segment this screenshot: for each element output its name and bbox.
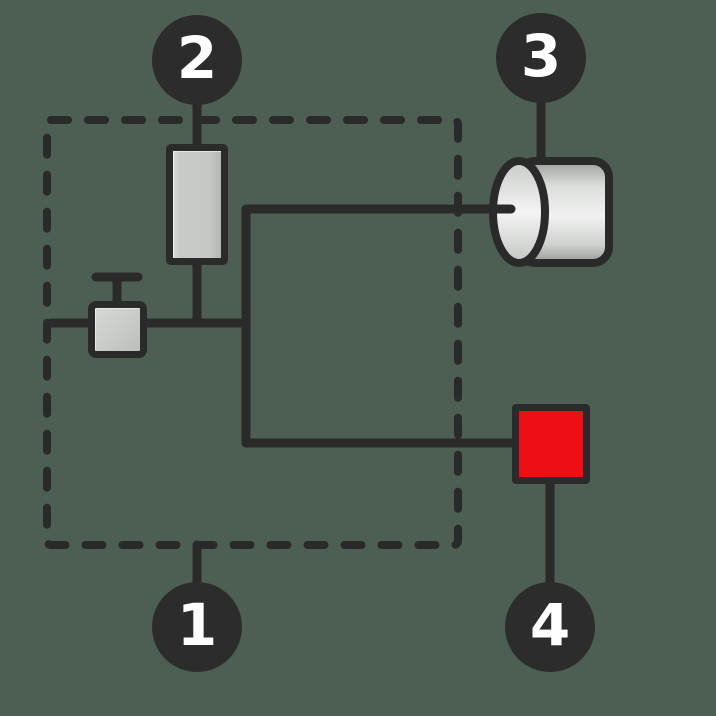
marker-4: 4 bbox=[505, 582, 595, 672]
valve bbox=[88, 301, 147, 358]
marker-2-label: 2 bbox=[176, 24, 218, 92]
tank-cylinder bbox=[489, 157, 613, 267]
marker-4-label: 4 bbox=[529, 591, 571, 659]
marker-1-label: 1 bbox=[176, 591, 218, 659]
vertical-vessel bbox=[166, 144, 228, 265]
marker-1: 1 bbox=[152, 582, 242, 672]
marker-2: 2 bbox=[152, 15, 242, 105]
system-boundary bbox=[43, 116, 462, 549]
red-indicator bbox=[512, 404, 590, 484]
marker-3: 3 bbox=[496, 13, 586, 103]
marker-3-label: 3 bbox=[520, 22, 562, 90]
